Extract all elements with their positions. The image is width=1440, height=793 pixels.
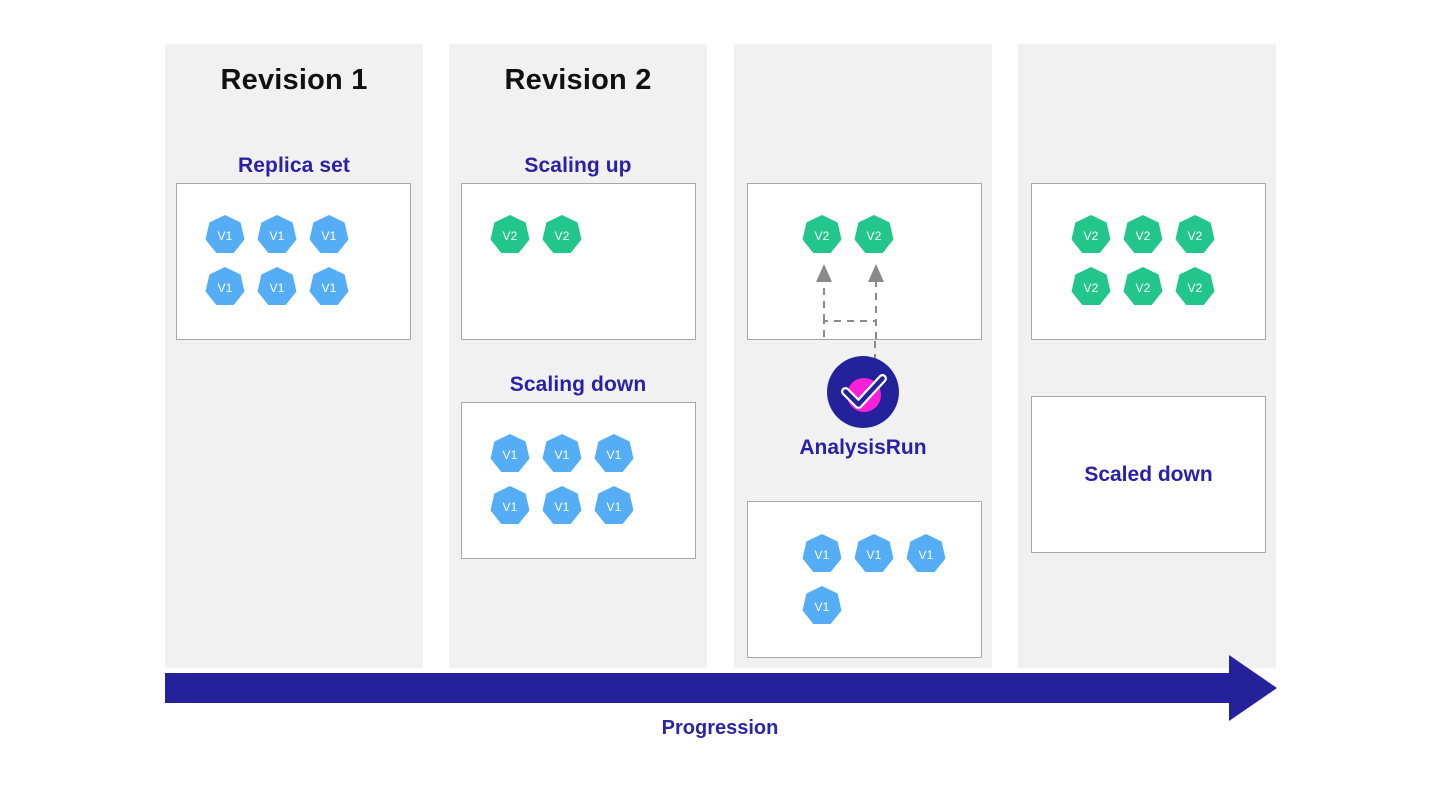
scaled-down-label: Scaled down	[1084, 462, 1213, 486]
arrowhead-left-icon	[816, 264, 832, 282]
pod-label: V1	[554, 499, 570, 514]
pod-v2: V2	[854, 215, 894, 253]
section-label-scaling-down: Scaling down	[509, 373, 647, 396]
pod-box-analysis-v2: V2 V2	[747, 183, 982, 340]
box-scaled-down: Scaled down	[1031, 396, 1266, 553]
pod-v1: V1	[490, 486, 530, 524]
pod-v2: V2	[1071, 267, 1111, 305]
pod-label: V1	[606, 499, 622, 514]
pod-v1: V1	[594, 486, 634, 524]
pod-label: V1	[502, 447, 518, 462]
pod-v2: V2	[1175, 267, 1215, 305]
pod-v1: V1	[906, 534, 946, 572]
pod-v1: V1	[309, 267, 349, 305]
section-label-replica-set: Replica set	[238, 154, 350, 177]
pod-v2: V2	[542, 215, 582, 253]
pod-v1: V1	[802, 534, 842, 572]
pod-label: V1	[502, 499, 518, 514]
pod-v2: V2	[1123, 267, 1163, 305]
pod-v1: V1	[309, 215, 349, 253]
analysis-run-label: AnalysisRun	[799, 436, 927, 459]
pod-label: V1	[814, 547, 830, 562]
column-analysis: V2 V2 AnalysisRun	[734, 44, 992, 668]
pod-label: V2	[1135, 280, 1151, 295]
pod-v1: V1	[257, 267, 297, 305]
pod-label: V1	[217, 280, 233, 295]
pod-label: V1	[269, 228, 285, 243]
pod-box-replica-set: V1 V1 V1 V1 V1 V1	[176, 183, 411, 340]
pod-label: V2	[814, 228, 830, 243]
pod-v1: V1	[594, 434, 634, 472]
pod-grid-replica-set: V1 V1 V1 V1 V1 V1	[199, 209, 355, 313]
checkmark-inner	[843, 376, 885, 407]
pod-label: V2	[1187, 228, 1203, 243]
analysis-run-check-icon[interactable]	[827, 356, 899, 428]
analysis-branch-arrows	[816, 264, 884, 339]
pod-v2: V2	[1071, 215, 1111, 253]
pod-label: V2	[554, 228, 570, 243]
pod-grid-analysis-v1: V1 V1 V1 V1	[796, 528, 952, 632]
column-title-revision-1: Revision 1	[220, 64, 368, 96]
arrowhead-right-icon	[868, 264, 884, 282]
pod-label: V1	[269, 280, 285, 295]
pod-box-analysis-v1: V1 V1 V1 V1	[747, 501, 982, 658]
dashed-path-left	[823, 320, 876, 337]
column-final: V2 V2 V2 V2 V2 V2 Scaled down	[1018, 44, 1276, 668]
pod-label: V1	[866, 547, 882, 562]
pod-label: V2	[1135, 228, 1151, 243]
pod-v1: V1	[854, 534, 894, 572]
pod-box-scaling-down: V1 V1 V1 V1 V1 V1	[461, 402, 696, 559]
pod-label: V1	[321, 228, 337, 243]
pod-label: V1	[321, 280, 337, 295]
pod-v1: V1	[802, 586, 842, 624]
pod-v1: V1	[257, 215, 297, 253]
pod-v2: V2	[490, 215, 530, 253]
pod-grid-final-v2: V2 V2 V2 V2 V2 V2	[1065, 209, 1221, 313]
pod-box-final-v2: V2 V2 V2 V2 V2 V2	[1031, 183, 1266, 340]
section-label-scaling-up: Scaling up	[524, 154, 632, 177]
pod-grid-scaling-down: V1 V1 V1 V1 V1 V1	[484, 428, 640, 532]
pod-label: V1	[217, 228, 233, 243]
pod-v2: V2	[802, 215, 842, 253]
pod-v2: V2	[1123, 215, 1163, 253]
pod-v1: V1	[542, 434, 582, 472]
pod-label: V2	[502, 228, 518, 243]
pod-label: V2	[1187, 280, 1203, 295]
pod-v1: V1	[205, 267, 245, 305]
pod-v1: V1	[542, 486, 582, 524]
pod-label: V2	[1083, 280, 1099, 295]
pod-grid-scaling-up: V2 V2	[484, 209, 588, 261]
pod-v1: V1	[205, 215, 245, 253]
pod-v1: V1	[490, 434, 530, 472]
column-revision-2: Revision 2 Scaling up V2 V2 Scaling down…	[449, 44, 707, 668]
pod-label: V2	[1083, 228, 1099, 243]
pod-label: V2	[866, 228, 882, 243]
column-revision-1: Revision 1 Replica set V1 V1 V1 V1 V1 V1	[165, 44, 423, 668]
pod-label: V1	[554, 447, 570, 462]
progression-arrow-shape	[165, 655, 1277, 721]
pod-label: V1	[918, 547, 934, 562]
pod-label: V1	[606, 447, 622, 462]
column-title-revision-2: Revision 2	[504, 64, 652, 96]
pod-v2: V2	[1175, 215, 1215, 253]
pod-grid-analysis-v2: V2 V2	[796, 209, 900, 261]
pod-label: V1	[814, 599, 830, 614]
progression-arrow	[165, 655, 1277, 721]
progression-label: Progression	[661, 717, 779, 739]
pod-box-scaling-up: V2 V2	[461, 183, 696, 340]
